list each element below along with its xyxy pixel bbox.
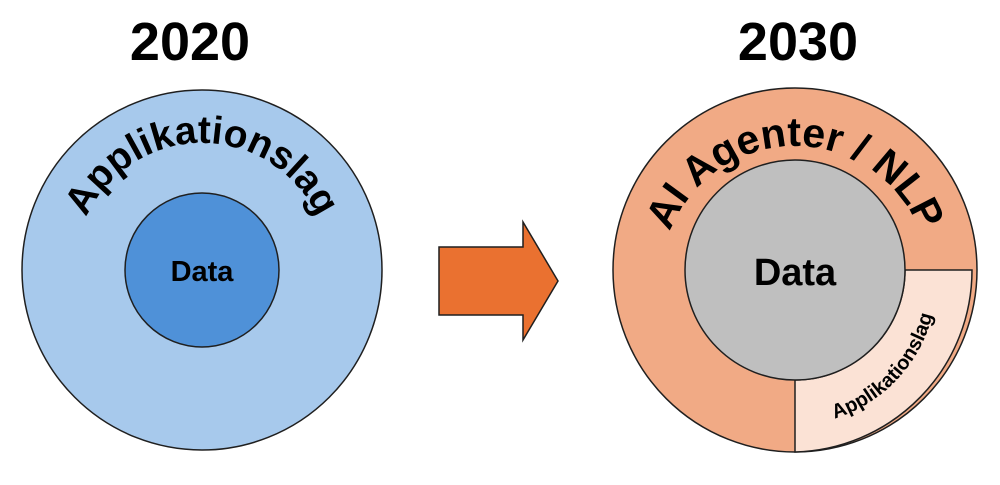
diagram-2020: 2020 Applikationslag Data [21,12,383,451]
data-core-circle-2030 [684,159,906,381]
year-2030-label: 2030 [738,12,858,72]
year-2020-label: 2020 [130,12,250,72]
data-core-label-2030: Data [754,252,837,294]
data-core-label: Data [171,256,235,288]
data-core-circle [124,192,280,348]
diagram-2030: 2030 AI Agenter / NLP Applikationslag Da… [612,12,978,453]
arrow-right-icon [438,219,559,343]
